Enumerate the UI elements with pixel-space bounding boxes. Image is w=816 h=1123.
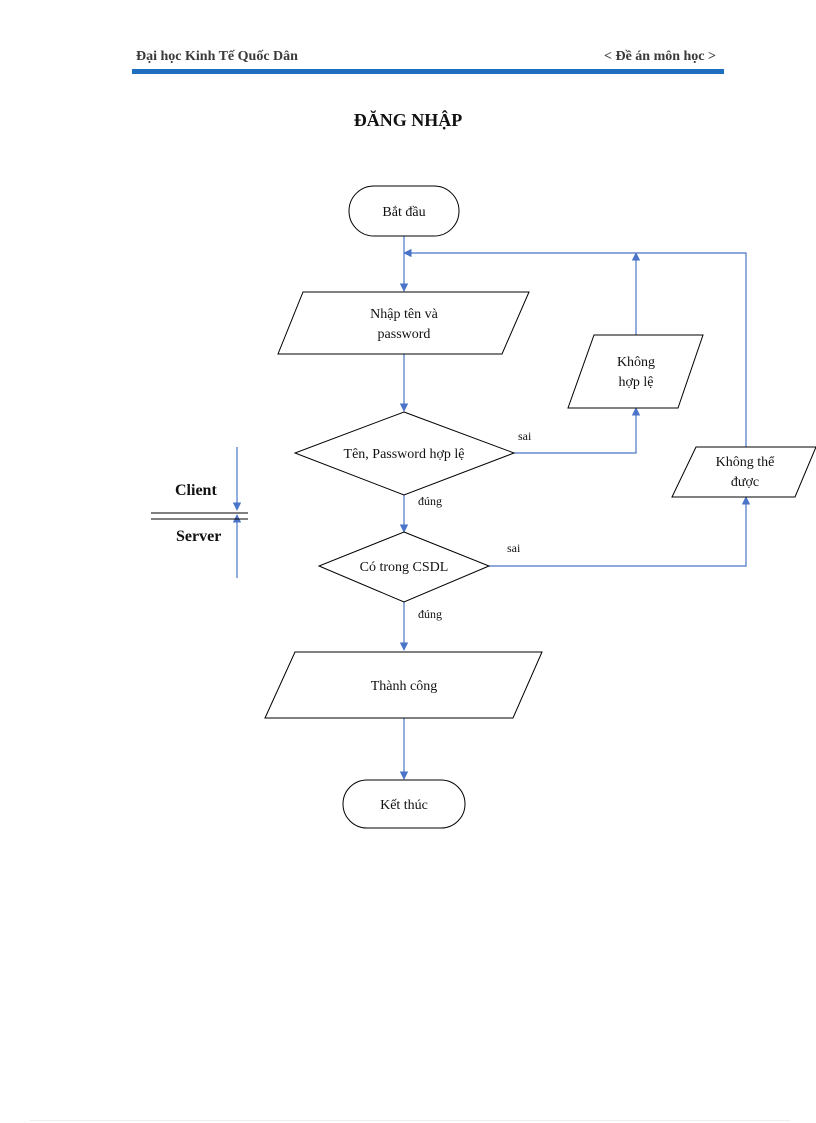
start-label: Bắt đầu <box>382 205 425 220</box>
input-node <box>277 291 530 355</box>
input-label-line2: password <box>378 327 431 342</box>
invalid-label-line2: hợp lệ <box>618 375 653 390</box>
cannot-label-line1: Không thể <box>716 455 776 470</box>
cannot-label-line2: được <box>731 475 759 490</box>
check-valid-node <box>293 411 516 496</box>
header-university: Đại học Kinh Tế Quốc Dân <box>136 49 298 64</box>
success-label: Thành công <box>371 679 437 694</box>
invalid-node <box>567 334 704 409</box>
header-rule <box>132 69 724 74</box>
end-label: Kết thúc <box>380 798 428 813</box>
page-title: ĐĂNG NHẬP <box>353 110 463 130</box>
page-bottom-rule <box>30 1120 790 1121</box>
edge-label-db-false: sai <box>507 541 521 555</box>
cannot-node <box>671 446 816 498</box>
input-label-line1: Nhập tên và <box>370 307 438 322</box>
db-check-node <box>317 531 491 603</box>
header-course: < Đề án môn học > <box>603 49 716 64</box>
edge-label-valid-false: sai <box>518 429 532 443</box>
flow-edges <box>232 236 751 780</box>
db-check-label: Có trong CSDL <box>360 560 449 575</box>
invalid-label-line1: Không <box>617 355 655 370</box>
check-valid-label: Tên, Password hợp lệ <box>344 447 465 462</box>
success-node <box>264 651 543 719</box>
server-label: Server <box>176 528 221 545</box>
edge-label-db-true: đúng <box>418 607 442 621</box>
edge-label-valid-true: đúng <box>418 494 442 508</box>
edge-db-false-to-cannot <box>489 496 751 567</box>
client-label: Client <box>175 482 217 499</box>
end-node <box>342 779 466 829</box>
edge-cannot-loop-back <box>403 248 747 447</box>
start-node <box>348 185 460 237</box>
edge-check-false-to-invalid <box>514 407 641 454</box>
